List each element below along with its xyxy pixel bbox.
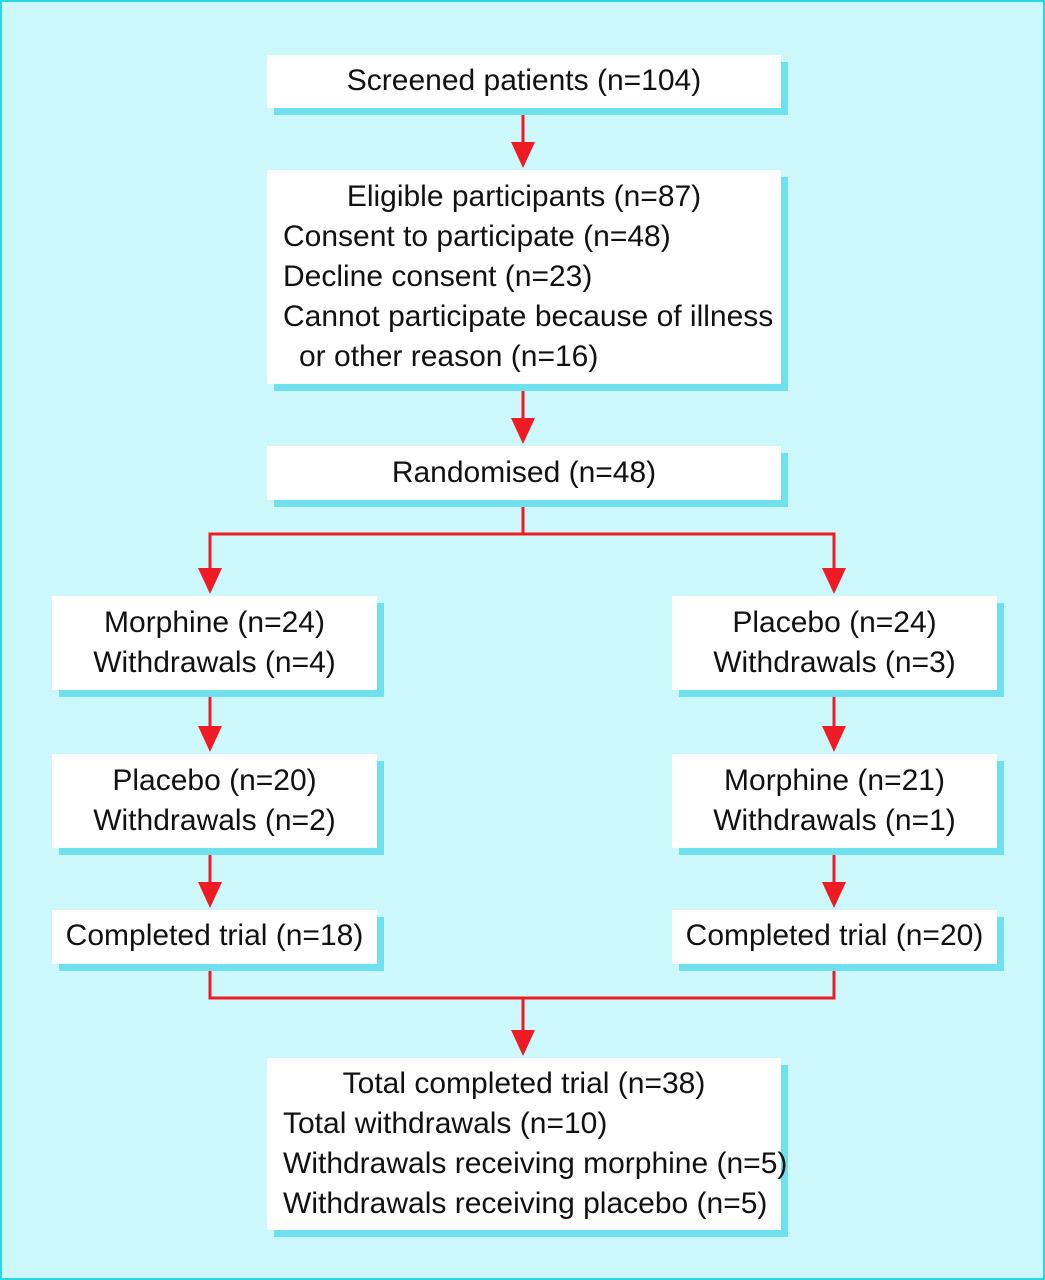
connector-randomised-split: [208, 500, 525, 576]
left-arm-second-treatment: Placebo (n=20): [112, 764, 317, 797]
left-arm-first-withdrawals: Withdrawals (n=4): [93, 646, 336, 679]
randomised-text: Randomised (n=48): [391, 456, 657, 489]
left-arm-completed-box: Completed trial (n=18): [52, 910, 377, 964]
withdrawals-placebo-line: Withdrawals receiving placebo (n=5): [283, 1187, 768, 1220]
total-withdrawals-line: Total withdrawals (n=10): [283, 1107, 608, 1140]
screened-patients-box: Screened patients (n=104): [267, 55, 781, 108]
right-arm-second-withdrawals: Withdrawals (n=1): [713, 804, 956, 837]
left-arm-completed-text: Completed trial (n=18): [65, 919, 364, 952]
left-arm-second-withdrawals: Withdrawals (n=2): [93, 804, 336, 837]
total-completed-title: Total completed trial (n=38): [342, 1067, 706, 1100]
randomised-box: Randomised (n=48): [267, 446, 781, 500]
arrowhead-total: [511, 1030, 535, 1056]
cannot-participate-line-2: or other reason (n=16): [299, 340, 599, 373]
decline-line: Decline consent (n=23): [283, 260, 593, 293]
right-arm-first-period-box: Placebo (n=24) Withdrawals (n=3): [672, 596, 997, 690]
arrowhead-right-completed: [822, 882, 846, 908]
connector-randomised-split-right: [523, 532, 836, 576]
connector-merge: [208, 964, 836, 1000]
left-arm-second-period-box: Placebo (n=20) Withdrawals (n=2): [52, 754, 377, 848]
eligible-participants-box: Eligible participants (n=87) Consent to …: [267, 170, 781, 384]
right-arm-completed-text: Completed trial (n=20): [685, 919, 984, 952]
arrowhead-eligible: [511, 142, 535, 168]
total-completed-box: Total completed trial (n=38) Total withd…: [267, 1058, 788, 1230]
withdrawals-morphine-line: Withdrawals receiving morphine (n=5): [283, 1147, 788, 1180]
left-arm-first-treatment: Morphine (n=24): [104, 606, 325, 639]
consent-line: Consent to participate (n=48): [283, 220, 671, 253]
eligible-title: Eligible participants (n=87): [346, 180, 702, 213]
right-arm-first-withdrawals: Withdrawals (n=3): [713, 646, 956, 679]
right-arm-first-treatment: Placebo (n=24): [732, 606, 937, 639]
right-arm-completed-box: Completed trial (n=20): [672, 910, 997, 964]
cannot-participate-line: Cannot participate because of illness: [283, 300, 774, 333]
right-arm-second-treatment: Morphine (n=21): [724, 764, 945, 797]
arrowhead-left-completed: [198, 882, 222, 908]
arrowhead-right-second: [822, 726, 846, 752]
screened-patients-text: Screened patients (n=104): [346, 64, 702, 97]
arrowhead-right-first: [822, 568, 846, 594]
arrowhead-randomised: [511, 418, 535, 444]
arrowhead-left-first: [198, 568, 222, 594]
right-arm-second-period-box: Morphine (n=21) Withdrawals (n=1): [672, 754, 997, 848]
arrowhead-left-second: [198, 726, 222, 752]
left-arm-first-period-box: Morphine (n=24) Withdrawals (n=4): [52, 596, 377, 690]
